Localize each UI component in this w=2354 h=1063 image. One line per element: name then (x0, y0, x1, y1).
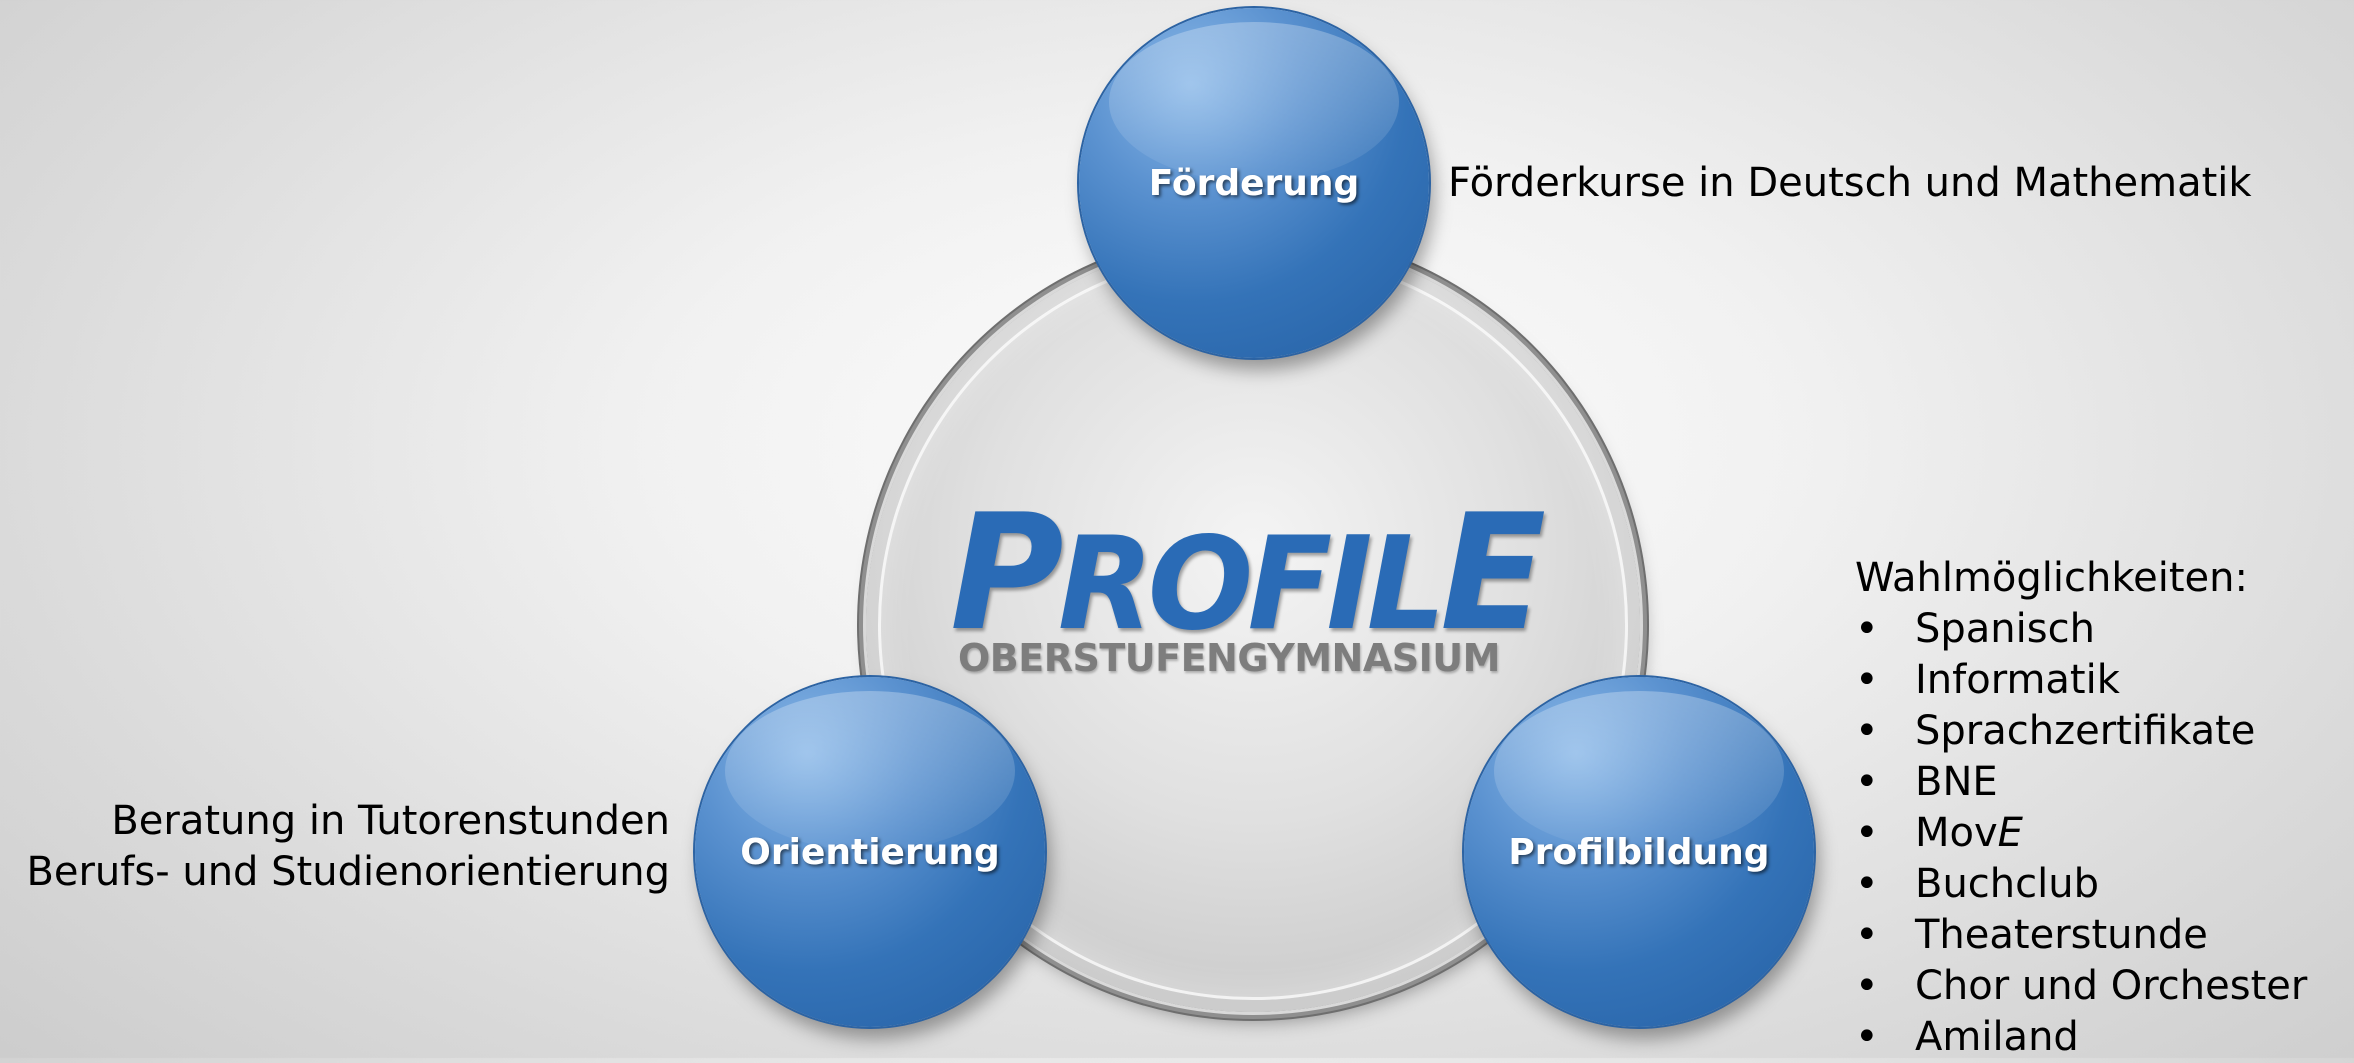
profilbildung-options: Wahlmöglichkeiten: • Spanisch • Informatik… (1855, 553, 2307, 1063)
list-item: • BNE (1855, 757, 2307, 808)
option-label: Buchclub (1915, 861, 2099, 907)
list-item: • Spanisch (1855, 604, 2307, 655)
logo-subtitle: OBERSTUFENGYMNASIUM (958, 636, 1500, 680)
orientierung-description-line-1: Beratung in Tutorenstunden (111, 798, 670, 844)
list-item: • MovE (1855, 808, 2307, 859)
option-label: Chor und Orchester (1915, 963, 2308, 1009)
option-label: Sprachzertifikate (1915, 708, 2256, 754)
profile-logo: PROFILE OBERSTUFENGYMNASIUM (950, 493, 1560, 698)
list-item: • Chor und Orchester (1855, 961, 2307, 1012)
bullet: • (1855, 759, 1879, 805)
option-label: Spanisch (1915, 606, 2095, 652)
bullet: • (1855, 963, 1879, 1009)
options-heading: Wahlmöglichkeiten: (1855, 555, 2248, 601)
logo-letter-p: P (950, 479, 1064, 666)
logo-wordmark: PROFILE (950, 493, 1546, 660)
bullet: • (1855, 861, 1879, 907)
profilbildung-label: Profilbildung (1508, 831, 1770, 873)
logo-letter-e: E (1440, 479, 1546, 666)
option-label: Informatik (1915, 657, 2120, 703)
list-item: • Informatik (1855, 655, 2307, 706)
bullet: • (1855, 708, 1879, 754)
profilbildung-circle: Profilbildung (1464, 677, 1814, 1027)
bullet: • (1855, 912, 1879, 958)
orientierung-description-line-2: Berufs- und Studienorientierung (26, 849, 670, 895)
list-item: • Sprachzertifikate (1855, 706, 2307, 757)
foerderung-label: Förderung (1148, 162, 1360, 204)
logo-letters-rofil: ROFIL (1057, 510, 1446, 659)
bullet: • (1855, 810, 1879, 856)
orientierung-circle: Orientierung (695, 677, 1045, 1027)
foerderung-circle: Förderung (1079, 8, 1429, 358)
option-label: Amiland (1915, 1014, 2079, 1060)
list-item: • Amiland (1855, 1012, 2307, 1063)
orientierung-label: Orientierung (740, 831, 1000, 873)
list-item: • Theaterstunde (1855, 910, 2307, 961)
bullet: • (1855, 1014, 1879, 1060)
option-label: Theaterstunde (1915, 912, 2208, 958)
orientierung-description: Beratung in Tutorenstunden Berufs- und S… (26, 796, 670, 898)
list-item: • Buchclub (1855, 859, 2307, 910)
foerderung-description: Förderkurse in Deutsch und Mathematik (1448, 160, 2252, 206)
bullet: • (1855, 657, 1879, 703)
option-label: Mov (1915, 810, 1998, 856)
options-list: • Spanisch • Informatik • Sprachzertifikate… (1855, 604, 2307, 1063)
bullet: • (1855, 606, 1879, 652)
option-label: BNE (1915, 759, 1998, 805)
option-label-italic-suffix: E (1997, 810, 2023, 856)
